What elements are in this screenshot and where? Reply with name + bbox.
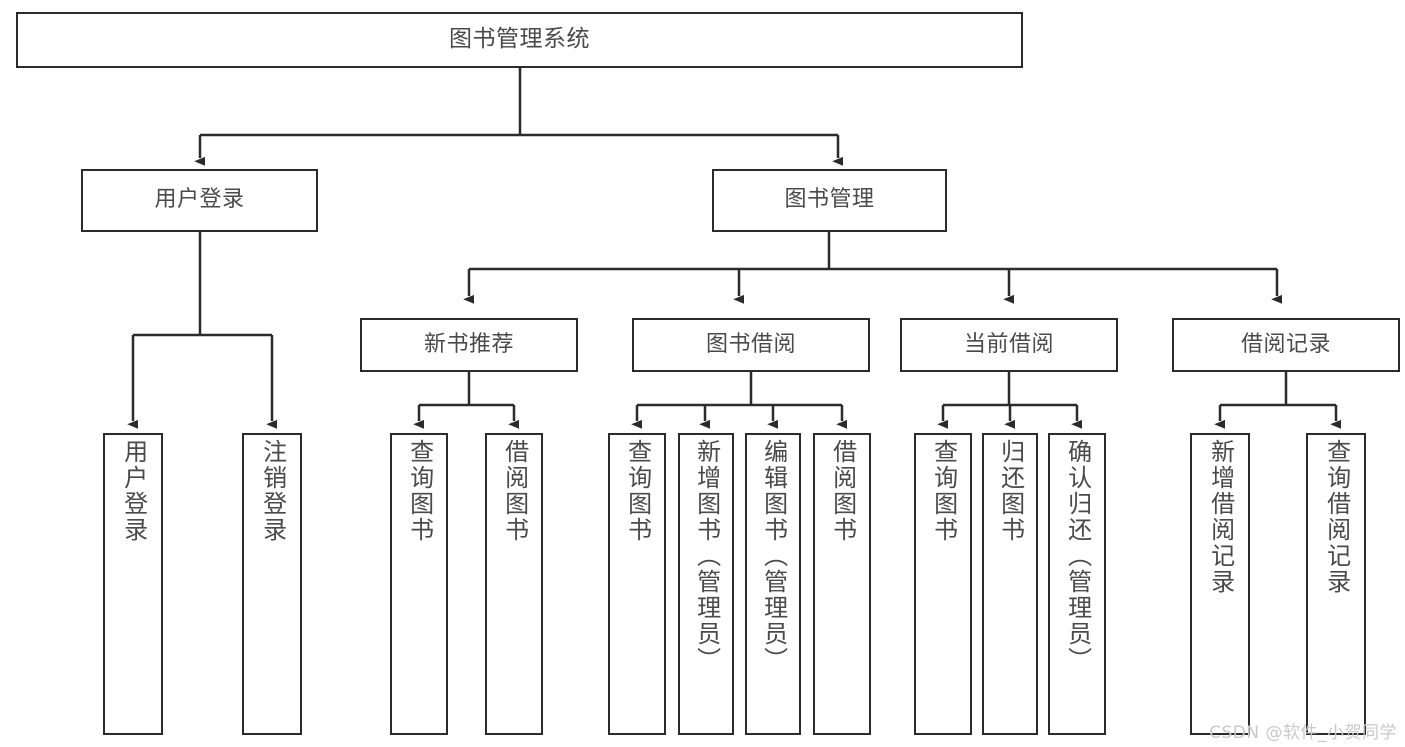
node-label: 查询图书: [405, 439, 434, 543]
watermark-text: CSDN @软件_小贺同学: [1209, 723, 1397, 743]
node-label: 查询图书: [623, 439, 652, 543]
node-label: 编辑图书（管理员）: [759, 439, 788, 673]
leaf-confirm-return[interactable]: 确认归还（管理员）: [1048, 433, 1106, 735]
node-label: 注销登录: [258, 439, 287, 543]
node-label: 借阅图书: [500, 439, 529, 543]
leaf-query-book-2[interactable]: 查询图书: [608, 433, 666, 735]
leaf-add-book[interactable]: 新增图书（管理员）: [678, 433, 734, 735]
leaf-return-book[interactable]: 归还图书: [982, 433, 1038, 735]
node-label: 归还图书: [996, 439, 1025, 543]
node-book-borrow[interactable]: 图书借阅: [632, 318, 870, 372]
leaf-query-record[interactable]: 查询借阅记录: [1306, 433, 1366, 735]
node-label: 图书管理系统: [449, 26, 590, 53]
leaf-add-record[interactable]: 新增借阅记录: [1190, 433, 1250, 735]
node-label: 新增图书（管理员）: [692, 439, 721, 673]
node-book-management[interactable]: 图书管理: [712, 169, 947, 232]
node-borrow-record[interactable]: 借阅记录: [1172, 318, 1400, 372]
node-label: 新增借阅记录: [1206, 439, 1235, 595]
node-label: 确认归还（管理员）: [1063, 439, 1092, 673]
node-current-borrow[interactable]: 当前借阅: [900, 318, 1118, 372]
node-label: 借阅记录: [1240, 331, 1331, 357]
node-new-book-recommend[interactable]: 新书推荐: [360, 318, 578, 372]
node-label: 图书借阅: [705, 331, 796, 357]
node-label: 用户登录: [154, 187, 245, 213]
node-root-system[interactable]: 图书管理系统: [16, 12, 1023, 68]
leaf-edit-book[interactable]: 编辑图书（管理员）: [745, 433, 801, 735]
node-user-login[interactable]: 用户登录: [81, 169, 318, 232]
node-label: 查询图书: [929, 439, 958, 543]
leaf-logout-login[interactable]: 注销登录: [242, 433, 302, 735]
leaf-query-book-1[interactable]: 查询图书: [390, 433, 448, 735]
node-label: 用户登录: [119, 439, 148, 543]
node-label: 借阅图书: [828, 439, 857, 543]
leaf-user-login[interactable]: 用户登录: [103, 433, 163, 735]
leaf-borrow-book-2[interactable]: 借阅图书: [813, 433, 871, 735]
node-label: 查询借阅记录: [1322, 439, 1351, 595]
node-label: 当前借阅: [963, 331, 1054, 357]
leaf-borrow-book-1[interactable]: 借阅图书: [485, 433, 543, 735]
leaf-query-book-3[interactable]: 查询图书: [914, 433, 972, 735]
node-label: 新书推荐: [423, 331, 514, 357]
node-label: 图书管理: [784, 187, 875, 213]
